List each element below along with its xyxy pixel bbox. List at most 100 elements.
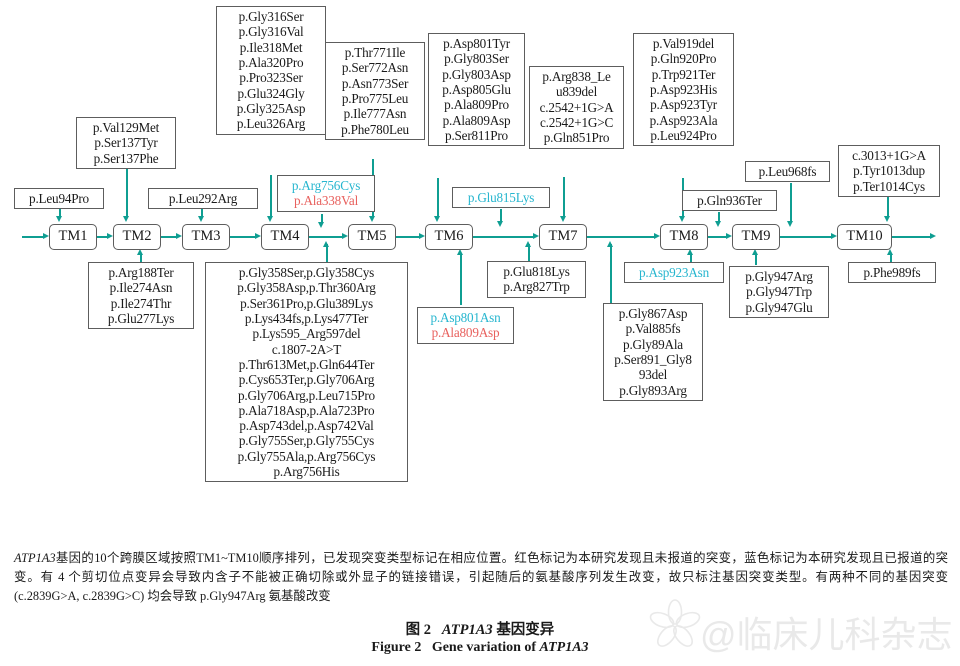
mutation-line: p.Ser137Tyr	[94, 135, 158, 151]
mutation-line: p.Phe780Leu	[341, 121, 409, 137]
tm-domain-tm3[interactable]: TM3	[182, 224, 230, 250]
tm-domain-tm1[interactable]: TM1	[49, 224, 97, 250]
backbone-arrow	[930, 233, 936, 239]
mutation-line: p.Asp805Glu	[442, 81, 511, 97]
title-text-en: Gene variation of	[431, 640, 537, 655]
mutation-box-asp801asn: p.Asp801Asn p.Ala809Asp	[417, 307, 514, 344]
mutation-line: p.Asp923Ala	[649, 112, 718, 128]
connector-arrow	[369, 216, 375, 222]
mutation-line: p.Cys653Ter,p.Gly706Arg	[238, 372, 375, 388]
connector-arrow	[560, 216, 566, 222]
mutation-line: c.1807-2A>T	[271, 341, 342, 357]
figure-title-chinese: 图 2 ATP1A3 基因变异	[0, 618, 960, 639]
mutation-line: p.Gly947Arg	[745, 269, 813, 284]
connector	[718, 212, 720, 223]
backbone-segment	[892, 236, 930, 238]
mutation-line: c.2542+1G>C	[539, 114, 614, 130]
tm-domain-tm4[interactable]: TM4	[261, 224, 309, 250]
mutation-line: p.Gln936Ter	[697, 193, 762, 208]
tm-domain-tm8[interactable]: TM8	[660, 224, 708, 250]
connector-arrow	[497, 221, 503, 227]
tm-label: TM2	[122, 228, 152, 244]
mutation-line: p.Ile318Met	[239, 39, 303, 55]
mutation-line: p.Ser137Phe	[93, 150, 159, 166]
backbone-segment	[161, 236, 176, 238]
mutation-box-gln936ter: p.Gln936Ter	[682, 190, 777, 212]
tm-label: TM9	[741, 228, 771, 244]
connector-arrow	[267, 216, 273, 222]
mutation-line: p.Gly316Val	[238, 24, 304, 40]
tm-domain-tm6[interactable]: TM6	[425, 224, 473, 250]
mutation-line: p.Val885fs	[625, 321, 681, 337]
tm-label: TM10	[846, 228, 883, 244]
mutation-line: p.Ala338Val	[293, 193, 359, 209]
backbone-arrow	[533, 233, 539, 239]
connector	[887, 196, 889, 218]
mutation-line: p.Glu277Lys	[107, 310, 175, 326]
connector	[140, 253, 142, 265]
mutation-box-gly867asp: p.Gly867Asp p.Val885fs p.Gly89Ala p.Ser8…	[603, 303, 703, 401]
mutation-line: p.Gly358Ser,p.Gly358Cys	[238, 265, 375, 280]
connector-arrow	[525, 241, 531, 247]
mutation-line: p.Gly947Glu	[745, 299, 813, 315]
gene-name-cn: ATP1A3	[441, 622, 493, 638]
mutation-line: p.Ser361Pro,p.Glu389Lys	[240, 295, 373, 311]
connector-arrow	[56, 216, 62, 222]
tm-domain-tm9[interactable]: TM9	[732, 224, 780, 250]
connector	[59, 207, 61, 218]
mutation-line: p.Arg838_Le	[542, 69, 611, 84]
mutation-line: p.Ter1014Cys	[853, 178, 925, 194]
backbone-arrow	[342, 233, 348, 239]
tm-label: TM5	[357, 228, 387, 244]
mutation-box-gly947arg: p.Gly947Arg p.Gly947Trp p.Gly947Glu	[729, 266, 829, 318]
mutation-line: p.Gly803Asp	[442, 66, 511, 82]
backbone-segment	[97, 236, 107, 238]
mutation-line: p.Lys434fs,p.Lys477Ter	[244, 310, 369, 326]
mutation-line: p.Lys595_Arg597del	[252, 326, 361, 342]
mutation-line: p.Asp923Tyr	[650, 97, 717, 113]
mutation-box-asp923asn: p.Asp923Asn	[624, 262, 724, 284]
connector-arrow	[687, 249, 693, 255]
tm-domain-tm5[interactable]: TM5	[348, 224, 396, 250]
connector	[890, 253, 892, 263]
mutation-line: p.Arg827Trp	[503, 279, 570, 295]
figure-title-english: Figure 2 Gene variation of ATP1A3	[0, 640, 960, 656]
mutation-line: p.Ile274Thr	[110, 295, 172, 311]
backbone-arrow	[419, 233, 425, 239]
mutation-line: p.Val129Met	[92, 120, 160, 135]
mutation-line: p.Ala809Pro	[444, 97, 509, 113]
mutation-line: p.Leu326Arg	[236, 116, 306, 132]
tm-label: TM7	[548, 228, 578, 244]
mutation-line: p.Ala809Asp	[431, 325, 500, 341]
mutation-box-val919del: p.Val919del p.Gln920Pro p.Trp921Ter p.As…	[633, 33, 734, 147]
tm-label: TM1	[58, 228, 88, 244]
mutation-line: p.Glu324Gly	[237, 85, 305, 101]
mutation-line: p.Gln851Pro	[543, 130, 610, 146]
mutation-line: p.Leu924Pro	[650, 127, 717, 143]
mutation-line: c.3013+1G>A	[852, 148, 926, 163]
mutation-box-leu968fs: p.Leu968fs	[745, 161, 830, 183]
connector-arrow	[887, 249, 893, 255]
mutation-line: p.Gly89Ala	[623, 336, 683, 352]
mutation-line: p.Val919del	[652, 36, 715, 51]
tm-domain-tm2[interactable]: TM2	[113, 224, 161, 250]
connector-arrow	[198, 216, 204, 222]
mutation-line: p.Gly358Asp,p.Thr360Arg	[237, 280, 376, 296]
tm-domain-tm7[interactable]: TM7	[539, 224, 587, 250]
mutation-line: p.Ile777Asn	[343, 106, 407, 122]
mutation-line: p.Leu292Arg	[168, 191, 238, 206]
tm-domain-tm10[interactable]: TM10	[837, 224, 892, 250]
mutation-line: p.Gly947Trp	[746, 284, 812, 300]
mutation-box-thr771ile: p.Thr771Ile p.Ser772Asn p.Asn773Ser p.Pr…	[325, 42, 425, 140]
mutation-line: p.Gly755Ser,p.Gly755Cys	[238, 433, 375, 449]
mutation-line: 93del	[638, 367, 668, 383]
figure-number-en: Figure 2	[371, 640, 422, 655]
mutation-line: p.Asp743del,p.Asp742Val	[239, 418, 374, 434]
connector	[755, 253, 757, 265]
tm-label: TM4	[270, 228, 300, 244]
connector-arrow	[318, 222, 324, 228]
backbone-segment	[309, 236, 342, 238]
mutation-box-phe989fs: p.Phe989fs	[848, 262, 936, 284]
mutation-box-asp801tyr: p.Asp801Tyr p.Gly803Ser p.Gly803Asp p.As…	[428, 33, 525, 147]
connector-arrow	[884, 216, 890, 222]
